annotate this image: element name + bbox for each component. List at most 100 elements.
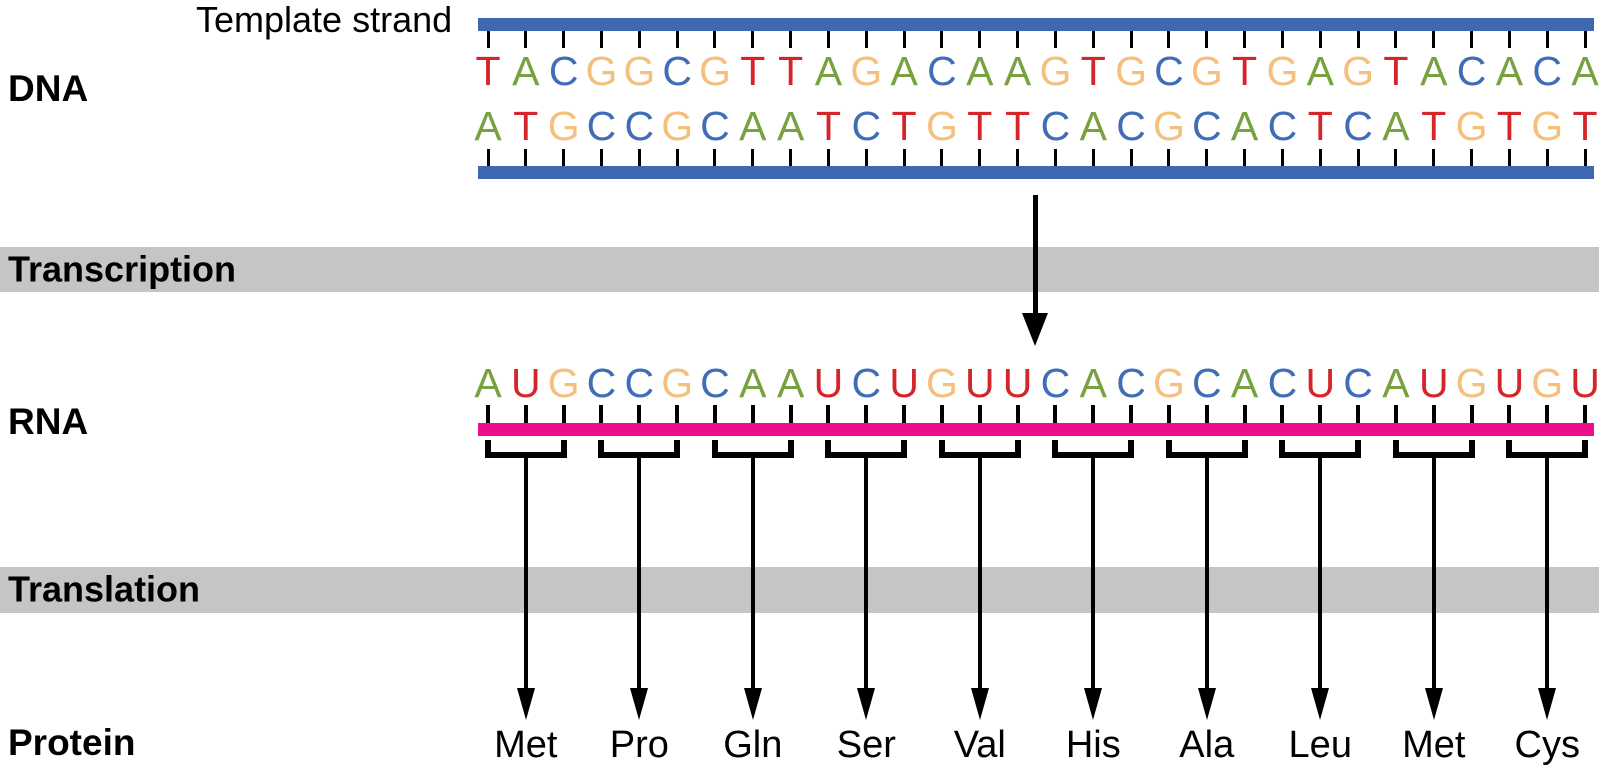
amino-acid-label: Val xyxy=(953,724,1006,766)
template-strand-nucleotide: A xyxy=(966,48,994,94)
translation-band: Translation xyxy=(0,567,1599,613)
codon-bracket xyxy=(1128,440,1135,458)
rna-base-tick xyxy=(637,405,642,423)
base-pair-tick xyxy=(789,149,793,166)
rna-nucleotide: C xyxy=(586,360,617,406)
amino-acid-label: Pro xyxy=(609,724,669,766)
rna-base-tick xyxy=(1015,405,1020,423)
template-strand-nucleotide: A xyxy=(1420,48,1448,94)
rna-nucleotide: G xyxy=(547,360,580,406)
complementary-strand-nucleotide: A xyxy=(1230,103,1259,149)
codon-arrow-head xyxy=(516,688,535,720)
rna-nucleotide: U xyxy=(964,360,995,406)
template-strand-label: Template strand xyxy=(196,0,453,40)
base-pair-tick xyxy=(1583,149,1587,166)
rna-base-tick xyxy=(599,405,604,423)
template-strand-nucleotide: G xyxy=(1039,48,1072,94)
template-strand-nucleotide: G xyxy=(850,48,883,94)
complementary-strand-nucleotide: G xyxy=(926,103,958,149)
complementary-strand-nucleotide: T xyxy=(967,103,993,149)
base-pair-tick xyxy=(940,31,944,48)
base-pair-tick xyxy=(978,149,982,166)
base-pair-tick xyxy=(1356,149,1360,166)
amino-acid-label: Leu xyxy=(1288,724,1352,766)
rna-base-tick xyxy=(1318,405,1323,423)
complementary-strand-nucleotide: G xyxy=(547,103,580,149)
rna-nucleotide: U xyxy=(813,360,844,406)
rna-base-tick xyxy=(1204,405,1209,423)
base-pair-tick xyxy=(1016,31,1020,48)
rna-base-tick xyxy=(1356,405,1361,423)
complementary-strand-nucleotide: T xyxy=(1005,103,1031,149)
rna-nucleotide: C xyxy=(1267,360,1298,406)
base-pair-tick xyxy=(1016,149,1020,166)
complementary-strand-nucleotide: A xyxy=(1079,103,1107,149)
codon-bracket xyxy=(598,440,605,458)
complementary-strand-nucleotide: A xyxy=(776,103,805,149)
codon-arrow xyxy=(750,455,755,690)
rna-nucleotide: G xyxy=(926,360,958,406)
rna-base-tick xyxy=(1242,405,1247,423)
rna-nucleotide: A xyxy=(474,360,502,406)
template-strand-nucleotide: A xyxy=(890,48,918,94)
template-strand-nucleotide: A xyxy=(1306,48,1334,94)
rna-base-tick xyxy=(675,405,680,423)
amino-acid-label: Met xyxy=(1402,724,1466,766)
complementary-strand-nucleotide: A xyxy=(739,103,767,149)
codon-bracket xyxy=(711,440,718,458)
rna-nucleotide: U xyxy=(1002,360,1033,406)
template-strand-nucleotide: G xyxy=(1115,48,1148,94)
base-pair-tick xyxy=(1129,149,1133,166)
rna-nucleotide: C xyxy=(1343,360,1373,406)
rna-base-tick xyxy=(1469,405,1474,423)
rna-nucleotide: U xyxy=(511,360,541,406)
template-strand-nucleotide: G xyxy=(1342,48,1375,94)
complementary-strand-nucleotide: A xyxy=(474,103,502,149)
rna-base-tick xyxy=(788,405,793,423)
codon-bracket xyxy=(1279,440,1286,458)
base-pair-tick xyxy=(1583,31,1587,48)
rna-nucleotide: A xyxy=(776,360,805,406)
codon-arrow-head xyxy=(743,688,762,720)
base-pair-tick xyxy=(1545,31,1549,48)
codon-bracket xyxy=(787,440,794,458)
template-strand-nucleotide: T xyxy=(1383,48,1409,94)
complementary-strand-nucleotide: C xyxy=(586,103,617,149)
template-strand-nucleotide: T xyxy=(1080,48,1106,94)
base-pair-tick xyxy=(599,149,603,166)
template-strand-nucleotide: A xyxy=(814,48,843,94)
dna-label: DNA xyxy=(8,68,89,109)
codon-bracket xyxy=(901,440,908,458)
complementary-strand-nucleotide: T xyxy=(891,103,917,149)
codon-arrow xyxy=(977,455,982,690)
rna-base-tick xyxy=(1166,405,1171,423)
amino-acid-label: Gln xyxy=(723,724,783,766)
rna-nucleotide: U xyxy=(889,360,919,406)
complementary-strand-nucleotide: G xyxy=(661,103,694,149)
rna-base-tick xyxy=(864,405,869,423)
base-pair-tick xyxy=(1394,31,1398,48)
base-pair-tick xyxy=(713,149,717,166)
codon-arrow xyxy=(864,455,869,690)
complementary-strand-nucleotide: C xyxy=(624,103,655,149)
base-pair-tick xyxy=(675,149,679,166)
codon-arrow xyxy=(1318,455,1323,690)
codon-bracket xyxy=(825,440,832,458)
codon-bracket xyxy=(1052,440,1059,458)
base-pair-tick xyxy=(751,31,755,48)
base-pair-tick xyxy=(1507,31,1511,48)
base-pair-tick xyxy=(1432,31,1436,48)
rna-nucleotide: G xyxy=(661,360,694,406)
codon-arrow-head xyxy=(1197,688,1216,720)
codon-bracket xyxy=(674,440,681,458)
base-pair-tick xyxy=(978,31,982,48)
complementary-strand-nucleotide: T xyxy=(1421,103,1447,149)
template-strand-nucleotide: T xyxy=(740,48,766,94)
transcription-arrow xyxy=(1033,195,1038,317)
base-pair-tick xyxy=(562,31,566,48)
base-pair-tick xyxy=(1167,149,1171,166)
codon-bracket xyxy=(485,440,491,458)
base-pair-tick xyxy=(486,149,490,166)
complementary-strand-nucleotide: T xyxy=(1496,103,1522,149)
codon-bracket xyxy=(1506,440,1513,458)
